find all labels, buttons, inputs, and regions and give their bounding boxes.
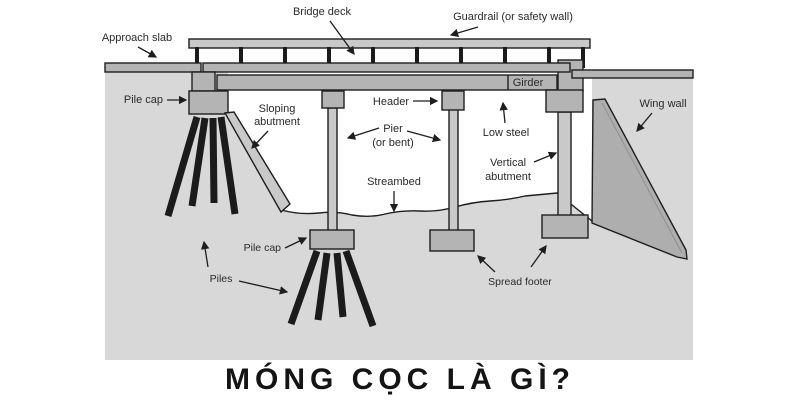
wing-wall-shape bbox=[591, 98, 688, 260]
approach-slab-right bbox=[571, 69, 694, 79]
arrow-low-steel bbox=[499, 101, 508, 124]
right-abutment bbox=[541, 89, 589, 239]
left-pile-group bbox=[164, 116, 239, 217]
spread-footer-left bbox=[429, 229, 475, 252]
label-wing-wall: Wing wall bbox=[639, 98, 686, 110]
arrow-guardrail bbox=[449, 26, 479, 38]
left-abutment bbox=[164, 71, 291, 217]
arrow-bridge-deck bbox=[329, 20, 355, 56]
arrow-pile-cap-bottom bbox=[284, 237, 308, 249]
spread-footer-right bbox=[541, 214, 589, 239]
label-vertical-abutment-2: abutment bbox=[485, 171, 531, 183]
arrow-spread-footer-left bbox=[477, 255, 496, 273]
label-pier-2: (or bent) bbox=[372, 137, 414, 149]
label-approach-slab: Approach slab bbox=[102, 32, 172, 44]
label-pile-cap-left: Pile cap bbox=[124, 94, 163, 106]
approach-slab-left bbox=[104, 62, 202, 73]
arrow-approach-slab bbox=[137, 46, 158, 58]
label-streambed: Streambed bbox=[367, 176, 421, 188]
bridge-deck-shape bbox=[202, 62, 571, 73]
label-sloping-abutment-1: Sloping bbox=[259, 103, 296, 115]
arrow-pier-right bbox=[406, 130, 442, 143]
label-bridge-deck: Bridge deck bbox=[293, 6, 352, 18]
label-girder: Girder bbox=[513, 77, 544, 89]
label-guardrail: Guardrail (or safety wall) bbox=[453, 11, 573, 23]
bottom-pile-group bbox=[287, 249, 377, 328]
label-spread-footer: Spread footer bbox=[488, 276, 552, 288]
page-title: MÓNG CỌC LÀ GÌ? bbox=[225, 363, 575, 396]
pier-1 bbox=[287, 90, 377, 328]
arrow-piles-up bbox=[200, 240, 210, 268]
streambed-line bbox=[280, 192, 593, 222]
arrow-spread-footer-right bbox=[530, 244, 547, 268]
label-pile-cap-bottom: Pile cap bbox=[244, 242, 282, 254]
ground-embankment bbox=[105, 72, 693, 360]
guardrail-shape bbox=[188, 38, 591, 68]
label-vertical-abutment-1: Vertical bbox=[490, 157, 526, 169]
label-pier-1: Pier bbox=[383, 123, 403, 135]
bottom-pile-cap bbox=[309, 229, 355, 250]
label-low-steel: Low steel bbox=[483, 127, 529, 139]
pier-2 bbox=[429, 90, 475, 252]
arrow-pier-left bbox=[346, 127, 380, 140]
label-sloping-abutment-2: abutment bbox=[254, 116, 300, 128]
arrow-wing-wall bbox=[636, 112, 653, 132]
girder-shape bbox=[216, 74, 558, 91]
arrow-sloping-abutment bbox=[251, 130, 269, 149]
label-piles: Piles bbox=[210, 273, 233, 285]
arrow-vertical-abutment bbox=[533, 151, 558, 163]
guardrail-posts bbox=[195, 47, 585, 68]
sloping-abutment-slab bbox=[223, 111, 291, 214]
arrow-piles-right bbox=[238, 280, 289, 295]
label-header: Header bbox=[373, 96, 409, 108]
